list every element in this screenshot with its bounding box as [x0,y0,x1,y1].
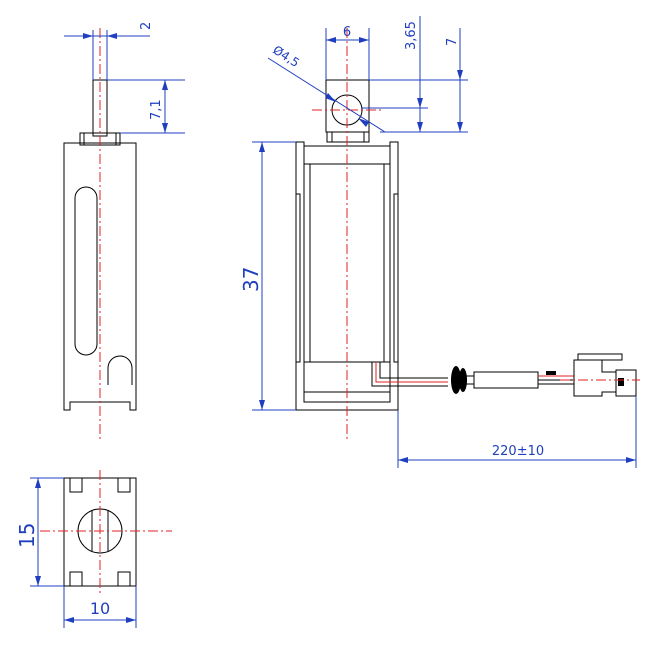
side-body-frame [63,142,137,411]
wire-sleeve [473,371,539,389]
front-nut [326,131,370,143]
dim-plunger-height: 7,1 [149,99,164,120]
dim-body-depth: 10 [90,599,110,618]
diameter-leader [267,57,386,133]
dim-plunger-width: 2 [139,22,154,30]
dim-head-width: 6 [343,25,351,40]
dim-head-diameter: Ø4,5 [270,43,302,70]
dim-body-length: 37 [239,267,263,292]
side-window [107,355,133,385]
dim-wire-length: 220±10 [492,444,544,459]
front-view: 6 Ø4,5 3,65 7 37 220±10 [239,16,640,468]
side-view: 2 7,1 [63,22,185,440]
side-slot [74,186,98,356]
connector-housing [573,359,617,397]
grommet [451,366,461,394]
wire-red [375,362,448,383]
dim-head-height: 7 [445,38,460,46]
end-view: 15 10 [15,470,172,628]
dim-head-offset: 3,65 [404,21,419,50]
connector-cap [615,369,637,397]
dim-body-width: 15 [15,523,39,548]
connector-latch [577,353,623,361]
